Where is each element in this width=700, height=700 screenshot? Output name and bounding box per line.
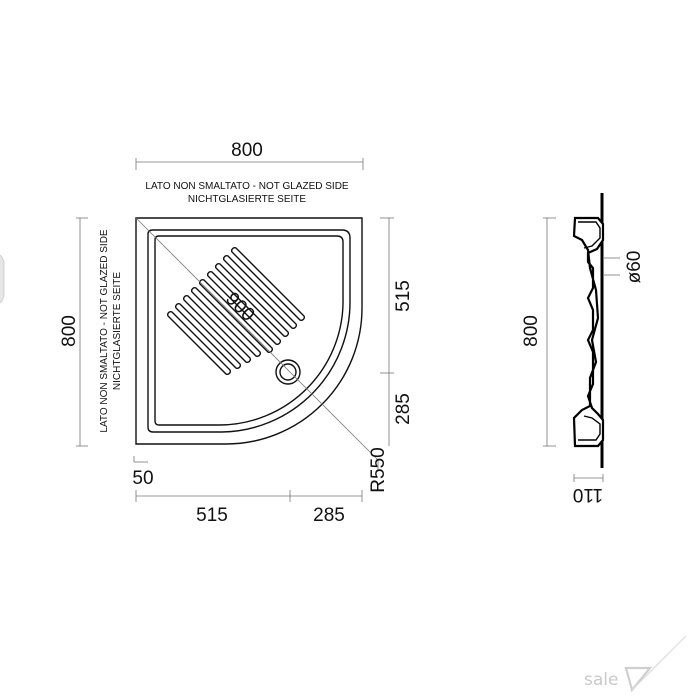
section-view: 800 ø60 110 xyxy=(521,193,645,505)
drain-label: ø60 xyxy=(624,251,645,284)
section-inner-top xyxy=(578,221,601,249)
radius-label: R550 xyxy=(368,447,389,492)
side-note-line1: LATO NON SMALTATO - NOT GLAZED SIDE xyxy=(99,229,110,433)
top-dimension-label: 800 xyxy=(231,140,263,161)
rim-label: 50 xyxy=(132,468,153,489)
right-upper-label: 515 xyxy=(393,280,414,312)
diagonal-line xyxy=(135,217,379,461)
left-dimension-label: 800 xyxy=(59,315,80,347)
bottom-right-label: 285 xyxy=(313,505,345,526)
logo-swoosh-icon xyxy=(631,635,687,691)
section-height-label: 800 xyxy=(521,315,542,347)
bottom-left-label: 515 xyxy=(196,505,228,526)
side-note-line2: NICHTGLASIERTE SEITE xyxy=(112,272,123,391)
logo-mark-icon xyxy=(624,666,653,693)
section-inner-bottom xyxy=(578,415,601,441)
drain-inner xyxy=(279,363,297,381)
depth-label: 110 xyxy=(573,484,603,505)
top-note-line1: LATO NON SMALTATO - NOT GLAZED SIDE xyxy=(145,181,349,192)
tray-basin xyxy=(154,235,344,426)
anti-slip-pattern xyxy=(167,247,305,375)
section-profile xyxy=(572,216,605,448)
logo-text: sale xyxy=(584,670,618,690)
drain-outer xyxy=(275,359,301,385)
right-lower-label: 285 xyxy=(393,393,414,425)
plan-view: 800 LATO NON SMALTATO - NOT GLAZED SIDE … xyxy=(59,140,414,526)
top-note-line2: NICHTGLASIERTE SEITE xyxy=(188,194,307,205)
tray-inner-rim xyxy=(147,229,351,433)
edge-tab xyxy=(0,254,5,304)
brand-logo: sale xyxy=(584,635,687,693)
